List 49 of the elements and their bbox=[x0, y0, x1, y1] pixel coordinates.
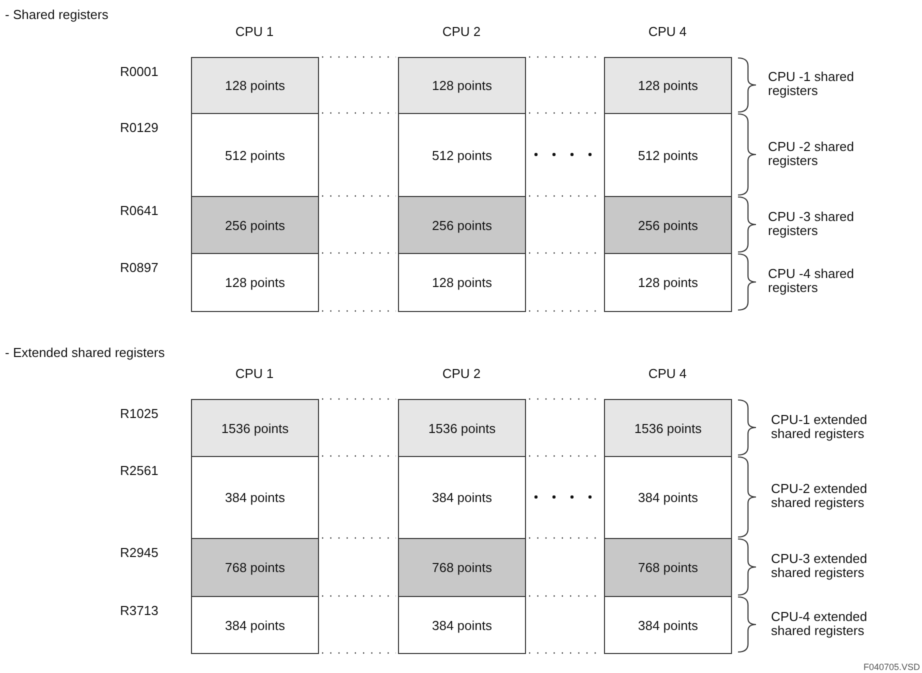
register-block: 128 points bbox=[191, 57, 319, 114]
section-heading: - Extended shared registers bbox=[5, 345, 165, 360]
register-block: 256 points bbox=[604, 196, 732, 254]
register-block: 128 points bbox=[398, 253, 526, 312]
register-address: R3713 bbox=[120, 603, 158, 618]
brace-label: CPU-1 extended shared registers bbox=[771, 412, 868, 440]
brace-label: CPU -3 shared registers bbox=[768, 210, 855, 238]
register-block: 256 points bbox=[398, 196, 526, 254]
register-block: 384 points bbox=[191, 456, 319, 539]
register-block: 768 points bbox=[604, 538, 732, 597]
brace-label: CPU -4 shared registers bbox=[768, 267, 855, 295]
column-heading: CPU 2 bbox=[441, 24, 482, 39]
column-heading: CPU 1 bbox=[234, 24, 275, 39]
register-address: R0641 bbox=[120, 203, 158, 218]
register-block: 128 points bbox=[604, 253, 732, 312]
brace-label: CPU -2 shared registers bbox=[768, 140, 855, 168]
register-block: 1536 points bbox=[604, 399, 732, 457]
register-block: 384 points bbox=[398, 456, 526, 539]
register-address: R1025 bbox=[120, 406, 158, 421]
register-block: 512 points bbox=[398, 113, 526, 197]
register-block: 256 points bbox=[191, 196, 319, 254]
column-heading: CPU 1 bbox=[234, 366, 275, 381]
register-block: 768 points bbox=[398, 538, 526, 597]
register-block: 768 points bbox=[191, 538, 319, 597]
column-heading: CPU 4 bbox=[647, 366, 688, 381]
register-block: 128 points bbox=[604, 57, 732, 114]
register-address: R0001 bbox=[120, 64, 158, 79]
figure-code: F040705.VSD bbox=[863, 662, 920, 672]
register-block: 128 points bbox=[398, 57, 526, 114]
register-block: 128 points bbox=[191, 253, 319, 312]
register-address: R0897 bbox=[120, 260, 158, 275]
register-block: 384 points bbox=[604, 596, 732, 654]
register-block: 512 points bbox=[604, 113, 732, 197]
brace-label: CPU-2 extended shared registers bbox=[771, 482, 868, 510]
brace-label: CPU -1 shared registers bbox=[768, 70, 855, 98]
column-heading: CPU 2 bbox=[441, 366, 482, 381]
brace-label: CPU-4 extended shared registers bbox=[771, 610, 868, 638]
register-block: 384 points bbox=[191, 596, 319, 654]
register-block: 1536 points bbox=[191, 399, 319, 457]
brace-label: CPU-3 extended shared registers bbox=[771, 552, 868, 580]
section-heading: - Shared registers bbox=[5, 7, 108, 22]
register-block: 384 points bbox=[604, 456, 732, 539]
register-address: R0129 bbox=[120, 120, 158, 135]
register-block: 384 points bbox=[398, 596, 526, 654]
register-block: 1536 points bbox=[398, 399, 526, 457]
register-address: R2561 bbox=[120, 463, 158, 478]
column-heading: CPU 4 bbox=[647, 24, 688, 39]
register-address: R2945 bbox=[120, 545, 158, 560]
register-block: 512 points bbox=[191, 113, 319, 197]
